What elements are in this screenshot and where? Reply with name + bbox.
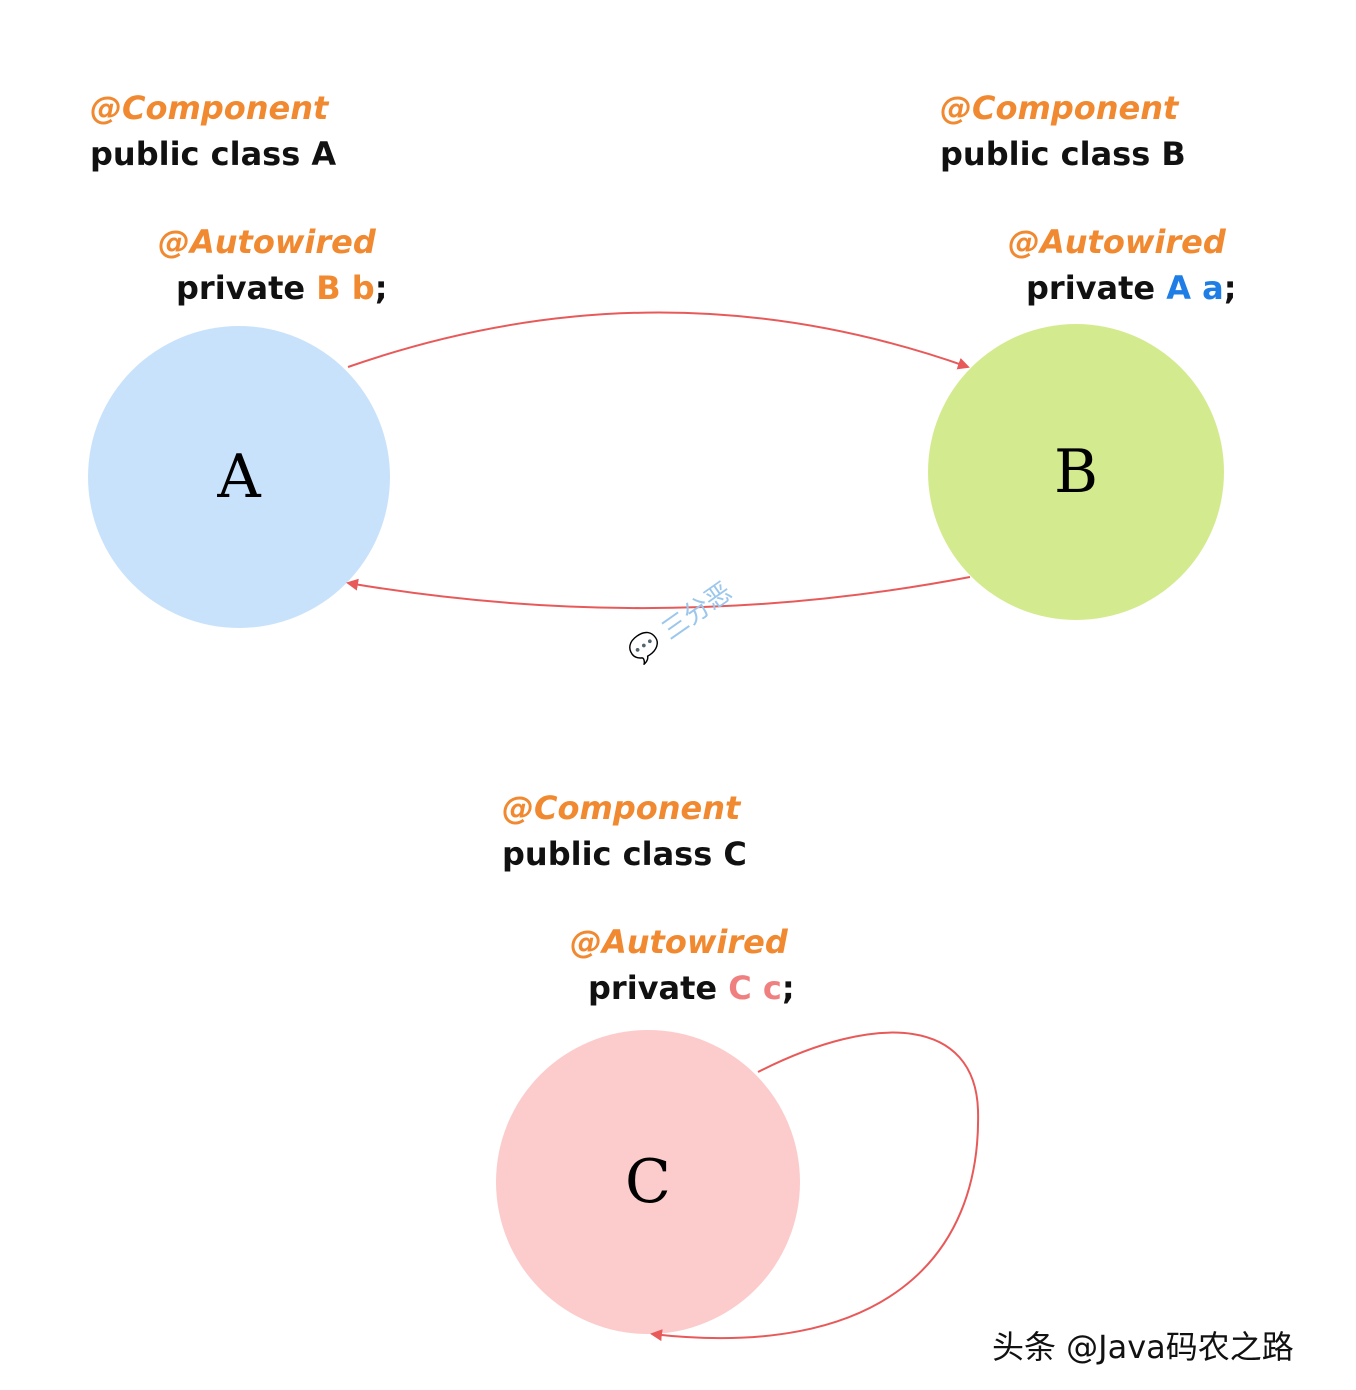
- class-b-field-name: a: [1202, 269, 1224, 307]
- class-a-field-type: B: [316, 269, 341, 307]
- class-b-field-end: ;: [1223, 269, 1237, 307]
- edge-b-to-a: [346, 576, 971, 610]
- class-c-declaration: public class C: [502, 835, 747, 873]
- class-c-field-name: c: [762, 969, 782, 1007]
- node-c: C: [496, 1030, 800, 1334]
- class-a-field-annotation: @Autowired: [158, 223, 376, 261]
- edge-c-to-c: [650, 1031, 980, 1342]
- class-b-field: private A a;: [1026, 272, 1237, 304]
- class-c-field: private C c;: [588, 972, 795, 1004]
- class-b-annotation: @Component: [940, 89, 1179, 127]
- node-b-label: B: [1053, 437, 1099, 507]
- class-c-field-type: C: [728, 969, 752, 1007]
- class-a-field: private B b;: [176, 272, 387, 304]
- class-b-declaration: public class B: [940, 135, 1186, 173]
- class-c-field-keyword: private: [588, 969, 718, 1007]
- class-b-field-annotation: @Autowired: [1008, 223, 1226, 261]
- class-a-field-name: b: [351, 269, 375, 307]
- class-b-field-keyword: private: [1026, 269, 1156, 307]
- footer-credit: 头条 @Java码农之路: [992, 1328, 1294, 1366]
- node-a: A: [88, 326, 390, 628]
- node-b: B: [928, 324, 1224, 620]
- class-a-annotation: @Component: [90, 89, 329, 127]
- class-c-field-annotation: @Autowired: [570, 923, 788, 961]
- class-a-field-keyword: private: [176, 269, 306, 307]
- node-c-label: C: [625, 1147, 671, 1217]
- node-a-label: A: [217, 442, 261, 512]
- class-c-field-end: ;: [781, 969, 795, 1007]
- edge-a-to-b: [347, 311, 970, 370]
- class-a-declaration: public class A: [90, 135, 337, 173]
- class-b-field-type: A: [1166, 269, 1192, 307]
- class-c-annotation: @Component: [502, 789, 741, 827]
- class-a-field-end: ;: [374, 269, 388, 307]
